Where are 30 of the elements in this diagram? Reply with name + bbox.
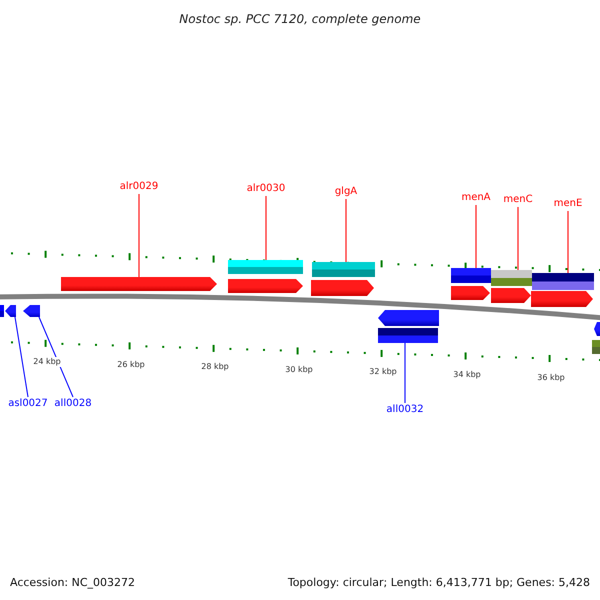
domain-feature — [491, 270, 532, 286]
domain-feature — [592, 340, 600, 354]
domain-feature — [228, 260, 303, 274]
domain-feature — [378, 328, 438, 343]
gene-feature — [594, 322, 600, 336]
domain-feature — [532, 273, 594, 290]
gene-feature — [5, 305, 16, 317]
genome-summary-text: Topology: circular; Length: 6,413,771 bp; Genes: 5,428 — [288, 575, 590, 591]
gene-label: alr0029 — [107, 180, 171, 194]
domain-feature — [451, 268, 491, 283]
leader-line — [138, 194, 140, 278]
gene-feature — [378, 310, 439, 326]
domain-feature — [0, 305, 4, 317]
leader-line — [404, 342, 406, 404]
gene-feature — [311, 280, 374, 296]
gene-label: glgA — [314, 185, 378, 199]
gene-label: alr0030 — [234, 182, 298, 196]
gene-feature — [23, 305, 40, 317]
gene-label: menE — [536, 197, 600, 211]
accession-text: Accession: NC_003272 — [10, 575, 136, 591]
gene-feature — [531, 291, 593, 307]
domain-feature — [312, 262, 375, 277]
diagram-title: Nostoc sp. PCC 7120, complete genome — [178, 11, 422, 28]
gene-feature — [228, 279, 303, 293]
leader-line — [14, 316, 28, 398]
gene-feature — [61, 277, 217, 291]
gene-feature — [451, 286, 490, 300]
gene-label: all0032 — [373, 403, 437, 417]
leader-line — [38, 316, 74, 398]
gene-feature — [491, 288, 531, 303]
